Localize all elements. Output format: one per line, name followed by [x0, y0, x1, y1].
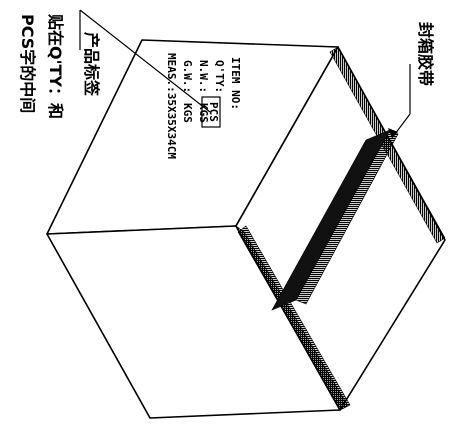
- sealing-tape-callout: [391, 64, 411, 139]
- product-label-callout: [79, 9, 211, 113]
- label-nw-unit: KGS: [197, 103, 210, 123]
- callout-texts: 封箱胶带 产品标签 贴在Q'TY：和 PCS字的中间: [18, 14, 435, 119]
- callout-placement-line2: PCS字的中间: [18, 14, 37, 113]
- callout-product-label: 产品标签: [82, 32, 101, 97]
- label-gw: G.W.:: [181, 60, 194, 93]
- label-item-no: ITEM NO:: [229, 57, 242, 110]
- callout-tape: 封箱胶带: [416, 22, 435, 86]
- arrow-head-icon: [388, 128, 398, 138]
- label-nw: N.W.:: [197, 60, 210, 93]
- callout-placement-line1: 贴在Q'TY：和: [46, 14, 65, 119]
- label-meas: MEAS.:35X35X34CM: [165, 53, 178, 159]
- label-qty: Q'TY:: [213, 60, 226, 93]
- pcs-highlight-box: [201, 96, 221, 128]
- label-gw-unit: KGS: [181, 103, 194, 123]
- sealing-tape: [235, 46, 446, 411]
- label-pcs: PCS: [207, 102, 220, 122]
- tape-front-band: [237, 225, 351, 411]
